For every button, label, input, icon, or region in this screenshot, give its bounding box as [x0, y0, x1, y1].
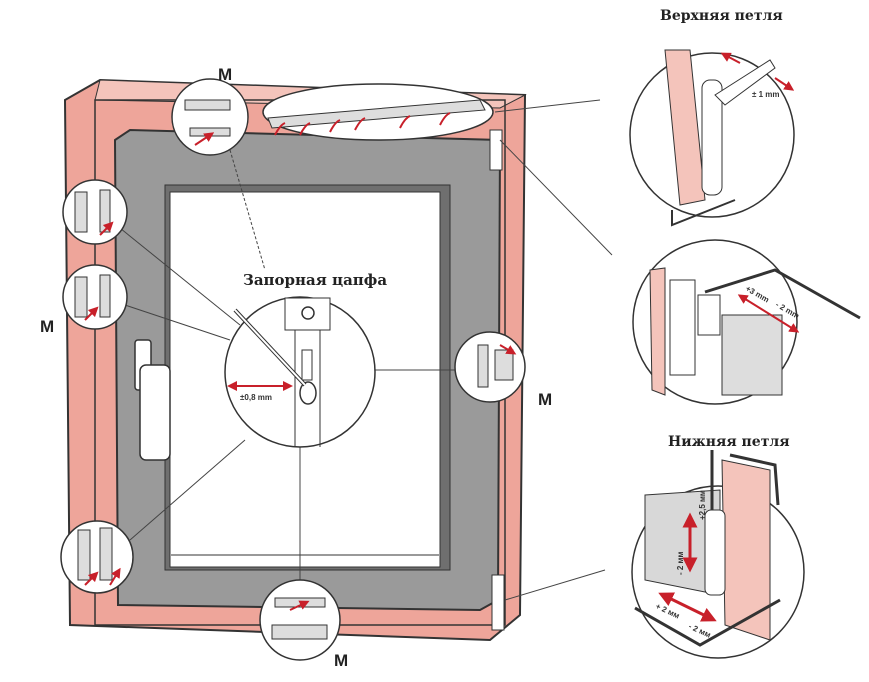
- marker-m-right: M: [538, 390, 552, 409]
- leader-lines: [109, 99, 613, 601]
- bottom-hinge-part: [491, 574, 505, 631]
- detail-circle-top-left: [171, 78, 249, 156]
- top-hinge-label: Верхняя петля: [660, 8, 783, 24]
- locking-pin-dimension: ±0,8 mm: [240, 393, 272, 402]
- middle-hinge-detail: +3 mm - 2 mm: [632, 239, 861, 405]
- detail-circle-left-1: [62, 179, 128, 245]
- detail-circle-bottom: [259, 579, 341, 661]
- marker-m-top: M: [218, 65, 232, 84]
- locking-pin-detail: ±0,8 mm: [224, 296, 376, 448]
- top-hinge-part: [489, 129, 503, 171]
- bottom-hinge-detail: +2,5 мм - 2 мм + 2 мм - 2 мм: [631, 450, 805, 659]
- top-hinge-dimension: ± 1 mm: [752, 90, 780, 99]
- detail-circle-right: [454, 331, 526, 403]
- locking-pin-label: Запорная цапфа: [243, 271, 387, 289]
- bottom-hinge-vertical-plus: +2,5 мм: [698, 490, 707, 520]
- detail-oval-top: [262, 83, 494, 141]
- marker-m-bottom: M: [334, 651, 348, 670]
- bottom-hinge-label: Нижняя петля: [668, 434, 790, 450]
- bottom-hinge-vertical-minus: - 2 мм: [676, 552, 685, 575]
- top-hinge-detail: ± 1 mm: [629, 49, 795, 227]
- marker-m-left: M: [40, 317, 54, 336]
- detail-circle-left-2: [62, 264, 128, 330]
- detail-circle-bottom-left: [60, 520, 134, 594]
- window-handle: [134, 339, 171, 461]
